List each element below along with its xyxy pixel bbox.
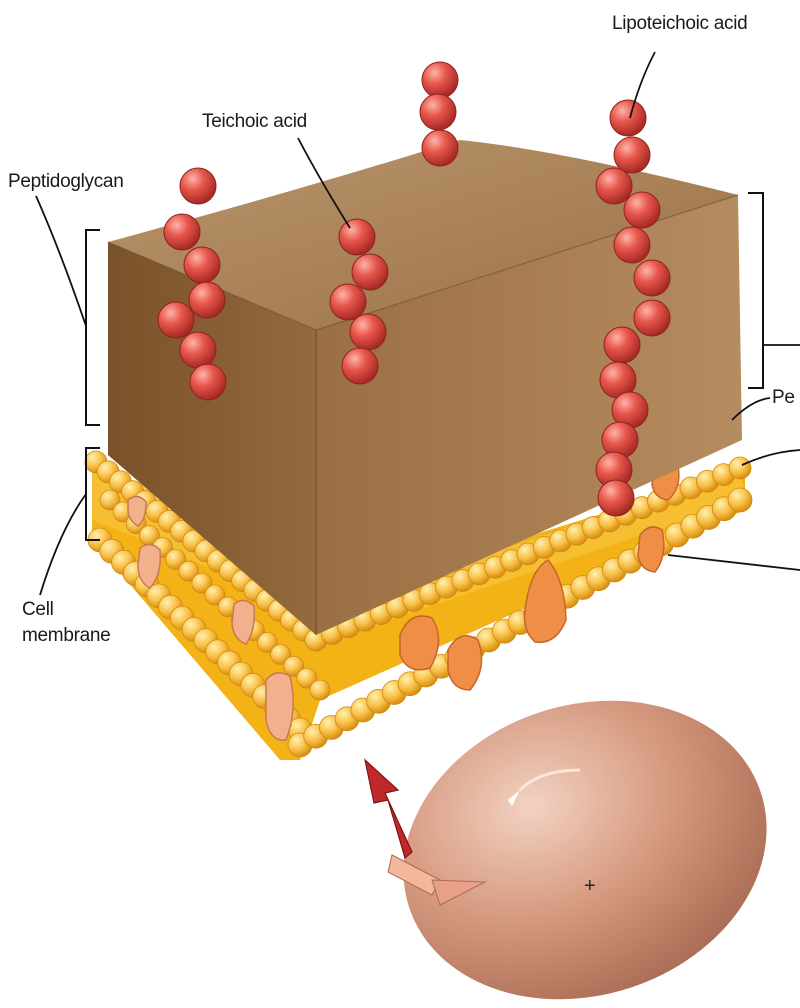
teichoic-bead: [624, 192, 660, 228]
teichoic-bead: [190, 364, 226, 400]
teichoic-bead: [598, 480, 634, 516]
cell-center-mark: +: [584, 875, 596, 897]
lipid-head: [310, 680, 330, 700]
bacterial-cell: +: [364, 655, 800, 1003]
teichoic-bead: [604, 327, 640, 363]
bead-chain-top: [420, 62, 458, 166]
teichoic-bead: [596, 168, 632, 204]
teichoic-bead: [189, 282, 225, 318]
teichoic-bead: [350, 314, 386, 350]
teichoic-bead: [420, 94, 456, 130]
teichoic-bead: [330, 284, 366, 320]
teichoic-bead: [158, 302, 194, 338]
teichoic-bead: [180, 168, 216, 204]
teichoic-bead: [634, 260, 670, 296]
teichoic-bead: [339, 219, 375, 255]
lipid-head: [728, 488, 752, 512]
teichoic-bead: [164, 214, 200, 250]
teichoic-bead: [342, 348, 378, 384]
label-peptidoglycan: Peptidoglycan: [8, 170, 123, 193]
red-arrow: [365, 760, 412, 858]
teichoic-bead: [422, 62, 458, 98]
label-cut-off: Pe: [772, 386, 795, 409]
teichoic-bead: [184, 247, 220, 283]
teichoic-bead: [614, 227, 650, 263]
label-cell-line1: Cell: [22, 598, 54, 621]
teichoic-bead: [614, 137, 650, 173]
teichoic-bead: [610, 100, 646, 136]
label-cell-membrane-line2: membrane: [22, 624, 110, 647]
teichoic-bead: [180, 332, 216, 368]
teichoic-bead: [352, 254, 388, 290]
label-teichoic-acid: Teichoic acid: [202, 110, 307, 133]
teichoic-bead: [634, 300, 670, 336]
label-lipoteichoic-acid: Lipoteichoic acid: [612, 12, 747, 35]
lipid-head: [729, 457, 751, 479]
teichoic-bead: [422, 130, 458, 166]
